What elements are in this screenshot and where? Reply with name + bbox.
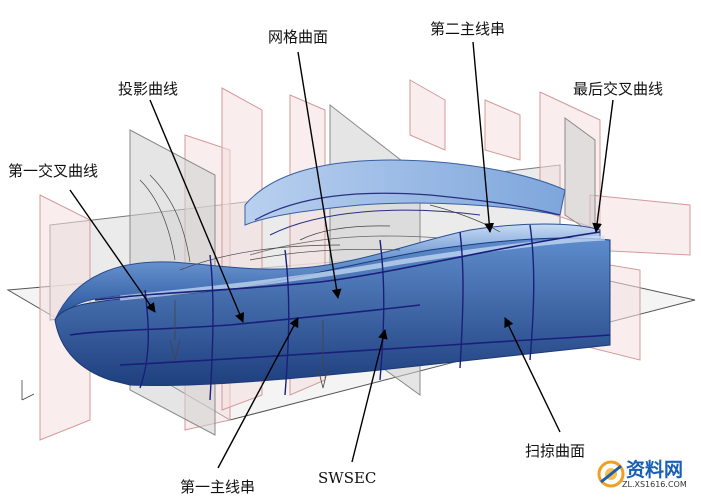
- leader-arrows: [69, 41, 614, 469]
- label-projected-curve: 投影曲线: [118, 80, 179, 98]
- label-second-main-string: 第二主线串: [430, 20, 506, 38]
- interior-mesh: [139, 174, 501, 271]
- label-swept-surface: 扫掠曲面: [525, 442, 586, 460]
- main-string-curves: [69, 231, 611, 366]
- label-last-intersection-curve: 最后交叉曲线: [573, 80, 664, 98]
- section-curves: [139, 224, 535, 401]
- watermark-url: ZL.XS1616.COM: [622, 480, 687, 489]
- axis-markers: [21, 300, 329, 401]
- label-mesh-surface: 网格曲面: [268, 28, 329, 46]
- watermark-logo: [597, 460, 625, 488]
- watermark-text: 资料网: [626, 459, 684, 481]
- label-swsec: SWSEC: [318, 469, 377, 487]
- windshield-frame: [254, 192, 561, 221]
- label-first-main-string: 第一主线串: [180, 478, 256, 496]
- label-first-intersection-curve: 第一交叉曲线: [8, 162, 99, 180]
